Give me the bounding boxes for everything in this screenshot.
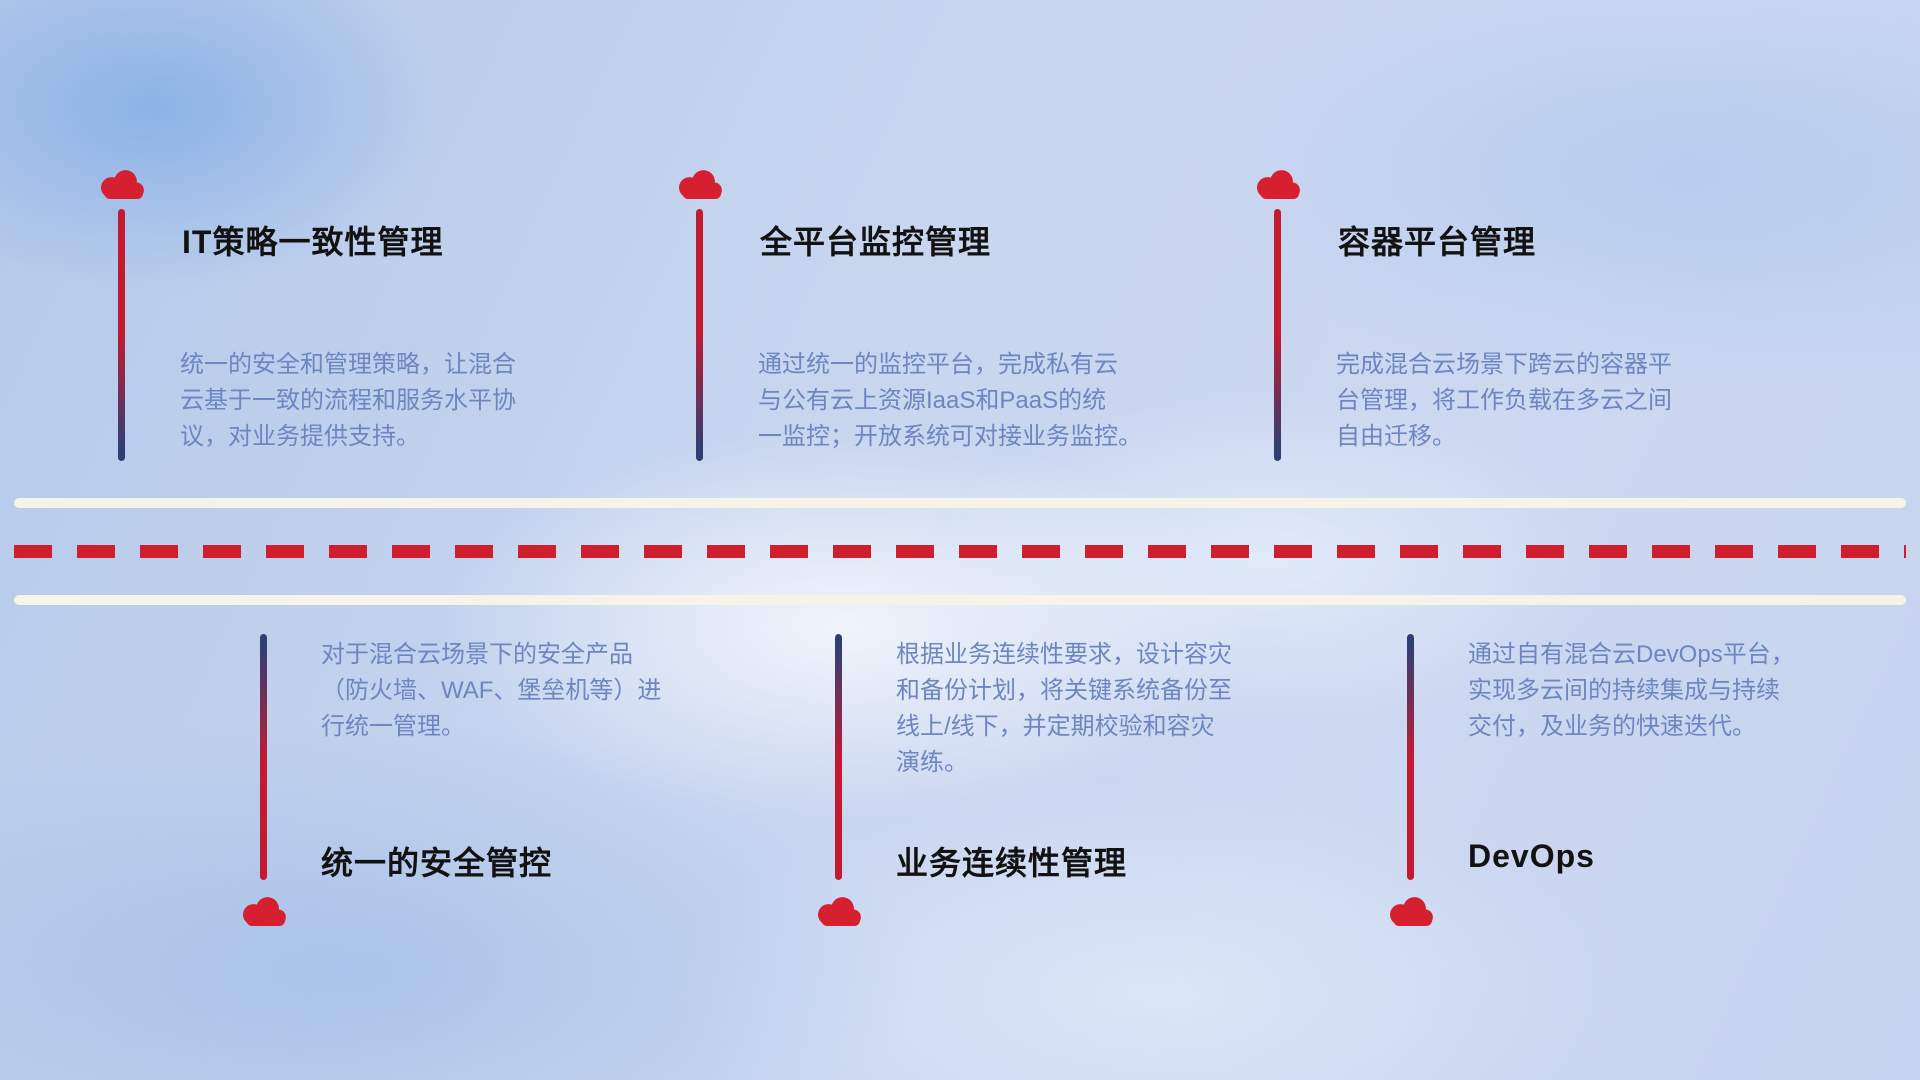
cloud-icon <box>679 170 722 199</box>
milestone-title: 统一的安全管控 <box>321 845 553 881</box>
cloud-icon <box>818 897 861 926</box>
milestone-devops: 通过自有混合云DevOps平台， 实现多云间的持续集成与持续 交付，及业务的快速… <box>1383 620 1903 940</box>
milestone-title: 容器平台管理 <box>1338 224 1537 260</box>
milestone-business-continuity: 根据业务连续性要求，设计容灾 和备份计划，将关键系统备份至 线上/线下，并定期校… <box>811 620 1331 940</box>
milestone-title: 全平台监控管理 <box>760 224 992 260</box>
timeline-pole <box>260 634 267 880</box>
timeline-pole <box>1274 209 1281 461</box>
road-dashed-center-line <box>14 545 1906 558</box>
milestone-container-platform: 容器平台管理 完成混合云场景下跨云的容器平 台管理，将工作负载在多云之间 自由迁… <box>1250 165 1770 485</box>
milestone-description: 完成混合云场景下跨云的容器平 台管理，将工作负载在多云之间 自由迁移。 <box>1336 351 1672 450</box>
milestone-monitoring: 全平台监控管理 通过统一的监控平台，完成私有云 与公有云上资源IaaS和PaaS… <box>672 165 1192 485</box>
milestone-description: 通过自有混合云DevOps平台， 实现多云间的持续集成与持续 交付，及业务的快速… <box>1468 641 1795 740</box>
timeline-pole <box>1407 634 1414 880</box>
milestone-title: IT策略一致性管理 <box>182 224 444 260</box>
road-bottom-line <box>14 595 1906 605</box>
cloud-icon <box>243 897 286 926</box>
milestone-title: 业务连续性管理 <box>896 845 1128 881</box>
milestone-it-policy: IT策略一致性管理 统一的安全和管理策略，让混合 云基于一致的流程和服务水平协 … <box>94 165 614 485</box>
milestone-description: 统一的安全和管理策略，让混合 云基于一致的流程和服务水平协 议，对业务提供支持。 <box>180 351 516 450</box>
milestone-description: 根据业务连续性要求，设计容灾 和备份计划，将关键系统备份至 线上/线下，并定期校… <box>896 641 1232 776</box>
milestone-security-control: 对于混合云场景下的安全产品 （防火墙、WAF、堡垒机等）进 行统一管理。 统一的… <box>236 620 756 940</box>
timeline-pole <box>696 209 703 461</box>
road-top-line <box>14 498 1906 508</box>
cloud-icon <box>1257 170 1300 199</box>
milestone-description: 对于混合云场景下的安全产品 （防火墙、WAF、堡垒机等）进 行统一管理。 <box>321 641 662 740</box>
timeline-pole <box>835 634 842 880</box>
milestone-title: DevOps <box>1468 838 1595 874</box>
cloud-icon <box>1390 897 1433 926</box>
cloud-icon <box>101 170 144 199</box>
milestone-description: 通过统一的监控平台，完成私有云 与公有云上资源IaaS和PaaS的统 一监控；开… <box>758 351 1142 450</box>
timeline-pole <box>118 209 125 461</box>
